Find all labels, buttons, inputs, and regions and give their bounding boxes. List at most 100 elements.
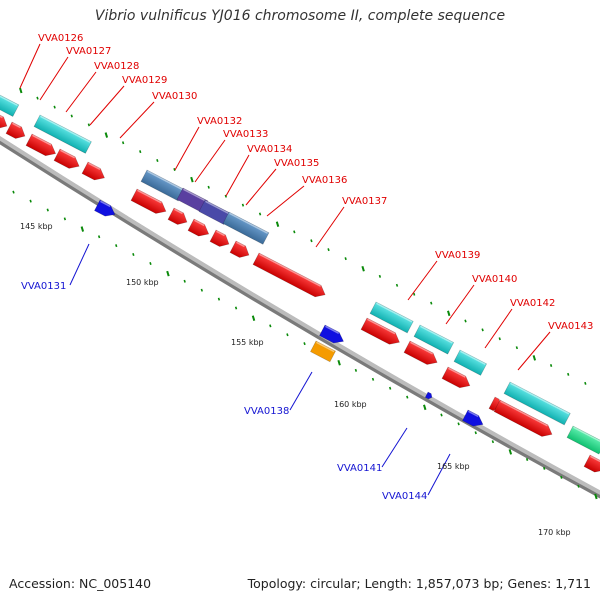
tick-inner-28 (474, 431, 477, 435)
tick-outer-33 (584, 381, 587, 385)
cds-reverse-VVA0144 (462, 409, 484, 427)
tick-inner-24 (406, 395, 409, 399)
tick-outer-18 (327, 248, 330, 252)
gene-label-VVA0142: VVA0142 (510, 298, 555, 309)
gene-label-VVA0135: VVA0135 (274, 158, 319, 169)
tick-outer-28 (498, 337, 501, 341)
leader-VVA0143 (517, 331, 551, 371)
tick-inner-7 (115, 244, 118, 248)
tick-inner-3 (46, 208, 49, 212)
leader-VVA0140 (445, 284, 475, 325)
leader-VVA0132 (174, 126, 200, 171)
cds-reverse-1 (319, 324, 344, 344)
tick-outer-13 (241, 203, 245, 207)
leader-VVA0138 (289, 371, 313, 411)
cds-cyan-1 (33, 114, 92, 154)
cds-forward-13 (441, 366, 471, 389)
leader-VVA0136 (266, 185, 305, 217)
cds-forward-7 (187, 218, 210, 237)
tick-outer-23 (412, 292, 416, 296)
cds-cyan-2 (369, 301, 414, 334)
tick-inner-15 (251, 315, 256, 321)
cds-forward-16 (583, 454, 600, 473)
leader-VVA0129 (89, 85, 125, 126)
tick-outer-31 (549, 364, 553, 368)
tick-outer-5 (104, 132, 109, 138)
tick-outer-1 (36, 96, 39, 100)
tick-outer-32 (567, 372, 570, 376)
cds-purple-1 (198, 199, 231, 225)
tick-outer-20 (361, 265, 365, 272)
cds-forward-8 (209, 229, 230, 247)
tick-inner-31 (525, 458, 529, 462)
tick-outer-26 (464, 319, 467, 323)
leader-VVA0144 (427, 453, 451, 496)
tick-inner-18 (303, 342, 306, 346)
topology-summary: Topology: circular; Length: 1,857,073 bp… (247, 576, 591, 591)
cds-cyan-4 (453, 349, 488, 376)
kbp-label-165: 165 kbp (437, 462, 470, 471)
tick-inner-6 (97, 235, 101, 239)
accession-label: Accession: NC_005140 (9, 576, 152, 591)
tick-outer-21 (378, 274, 382, 278)
tick-inner-1 (12, 190, 15, 194)
tick-outer-11 (207, 185, 210, 189)
tick-inner-8 (132, 253, 135, 257)
gene-label-VVA0136: VVA0136 (302, 175, 347, 186)
tick-outer-6 (121, 141, 125, 145)
tick-outer-7 (139, 150, 142, 154)
tick-outer-8 (156, 159, 159, 163)
tick-inner-22 (371, 377, 375, 381)
cds-reverse-VVA0131 (94, 199, 116, 217)
cds-cyan-5 (503, 381, 571, 426)
tick-inner-4 (63, 217, 67, 221)
leader-VVA0141 (381, 427, 408, 468)
tick-outer-19 (344, 257, 347, 261)
kbp-label-155: 155 kbp (231, 338, 264, 347)
map-title: Vibrio vulnificus YJ016 chromosome II, c… (94, 8, 506, 24)
cds-forward-6 (167, 207, 188, 225)
tick-outer-22 (395, 283, 399, 287)
leader-VVA0130 (119, 101, 155, 139)
gene-label-VVA0134: VVA0134 (247, 144, 292, 155)
tick-outer-30 (532, 355, 537, 361)
cds-forward-12 (403, 340, 438, 365)
gene-label-VVA0128: VVA0128 (94, 61, 139, 72)
kbp-label-145: 145 kbp (20, 222, 53, 231)
tick-outer-17 (310, 239, 313, 243)
cds-steelblue-1 (222, 211, 270, 245)
cds-forward-1 (5, 121, 26, 139)
tick-outer-24 (430, 301, 433, 305)
kbp-label-160: 160 kbp (334, 400, 367, 409)
leader-VVA0142 (484, 308, 513, 349)
tick-inner-2 (29, 199, 32, 203)
gene-label-VVA0129: VVA0129 (122, 75, 167, 86)
gene-label-VVA0127: VVA0127 (66, 46, 111, 57)
gene-label-VVA0143: VVA0143 (548, 321, 593, 332)
cds-forward-3 (53, 148, 80, 169)
cds-forward-4 (81, 161, 105, 181)
gene-label-VVA0144: VVA0144 (382, 491, 427, 502)
cds-forward-0 (0, 111, 8, 129)
tick-inner-32 (543, 466, 546, 470)
tick-outer-4 (87, 123, 91, 127)
cds-cyan-3 (413, 324, 455, 355)
tick-inner-21 (354, 368, 358, 372)
gene-label-VVA0133: VVA0133 (223, 129, 268, 140)
tick-inner-30 (508, 449, 513, 455)
tick-outer-12 (224, 194, 227, 198)
leader-VVA0135 (245, 168, 277, 206)
tick-outer-9 (173, 167, 176, 171)
cds-green-0 (566, 425, 600, 455)
gene-label-VVA0138: VVA0138 (244, 406, 289, 417)
tick-outer-3 (70, 114, 73, 118)
tick-inner-11 (183, 279, 186, 283)
cds-steelblue-0 (140, 169, 185, 202)
leader-VVA0137 (315, 206, 345, 248)
gene-label-VVA0131: VVA0131 (21, 281, 66, 292)
leader-VVA0139 (407, 260, 438, 301)
cds-forward-9 (229, 240, 250, 258)
leader-VVA0133 (194, 139, 226, 183)
cds-cyan-0 (0, 91, 20, 117)
